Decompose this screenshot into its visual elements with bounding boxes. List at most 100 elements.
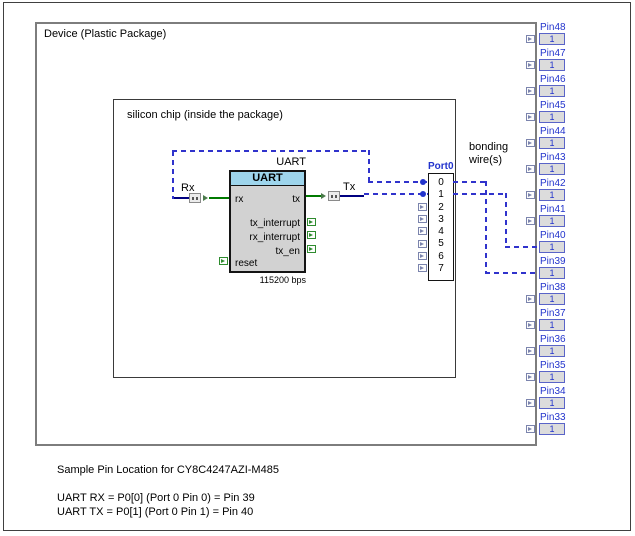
pin-terminal-icon [526,87,535,95]
tx-interrupt-terminal-icon [307,218,316,226]
pin-label: Pin45 [540,100,566,111]
port0-label: Port0 [428,161,454,172]
port0-row3-terminal-icon [418,215,427,223]
port0-row-4: 4 [438,226,444,237]
pin-value-box: 1 [539,267,565,279]
silicon-chip-box [113,99,456,378]
port0-row-0: 0 [438,177,444,188]
pin-label: Pin37 [540,308,566,319]
port0-row0-junction-dot [420,179,426,185]
pin-label: Pin41 [540,204,566,215]
port0-row4-terminal-icon [418,227,427,235]
port0-row-5: 5 [438,238,444,249]
port0-row-3: 3 [438,214,444,225]
device-package-box [35,22,537,446]
pin-label: Pin33 [540,412,566,423]
rx-dashed-wire-to-port [368,181,428,183]
pin-terminal-icon [526,113,535,121]
tx-direction-arrow-icon [321,193,326,199]
rx-dashed-wire-top [172,150,370,152]
pin-value-box: 1 [539,423,565,435]
reset-terminal-icon [219,257,228,265]
bonding-wires-label: bonding wire(s) [469,141,509,166]
pin-terminal-icon [526,347,535,355]
bonding-wire-rx-h2 [485,272,539,274]
pin-value-box: 1 [539,33,565,45]
note-uart-tx: UART TX = P0[1] (Port 0 Pin 1) = Pin 40 [57,506,254,518]
pin-terminal-icon [526,295,535,303]
pin-terminal-icon [526,35,535,43]
package-pin-35: Pin35 1 [526,360,568,386]
package-pin-40: Pin40 1 [526,230,568,256]
package-pin-38: Pin38 1 [526,282,568,308]
uart-pin-tx-interrupt: tx_interrupt [249,218,300,229]
pin-label: Pin38 [540,282,566,293]
package-pin-47: Pin47 1 [526,48,568,74]
bonding-wire-tx-h1 [453,193,507,195]
port0-row-6: 6 [438,251,444,262]
pin-label: Pin44 [540,126,566,137]
note-uart-rx: UART RX = P0[0] (Port 0 Pin 0) = Pin 39 [57,492,255,504]
rx-dashed-wire-left [172,151,174,199]
pin-terminal-icon [526,165,535,173]
port0-block: 0 1 2 3 4 5 6 7 [428,173,454,281]
pin-value-box: 1 [539,293,565,305]
pin-label: Pin48 [540,22,566,33]
rx-dashed-wire-right [368,150,370,182]
bonding-wire-tx-h2 [505,246,539,248]
device-package-label: Device (Plastic Package) [44,28,167,40]
tx-terminal-icon [328,191,340,201]
port0-row-2: 2 [438,202,444,213]
pin-terminal-icon [526,321,535,329]
pin-label: Pin35 [540,360,566,371]
port0-row5-terminal-icon [418,240,427,248]
port0-row2-terminal-icon [418,203,427,211]
package-pin-39: Pin39 1 [526,256,568,282]
pin-value-box: 1 [539,241,565,253]
pin-terminal-icon [526,139,535,147]
pin-value-box: 1 [539,189,565,201]
silicon-chip-label: silicon chip (inside the package) [127,109,283,121]
package-pin-46: Pin46 1 [526,74,568,100]
pin-value-box: 1 [539,59,565,71]
note-title: Sample Pin Location for CY8C4247AZI-M485 [57,464,279,476]
pin-label: Pin46 [540,74,566,85]
rx-signal-label: Rx [181,182,195,194]
uart-pin-rx: rx [235,194,244,205]
pin-value-box: 1 [539,397,565,409]
rx-terminal-icon [189,193,201,203]
rx-wire-green [209,197,229,199]
uart-pin-tx: tx [292,194,300,205]
tx-wire-navy [340,195,364,197]
rx-direction-arrow-icon [203,195,208,201]
uart-pin-tx-en: tx_en [275,246,300,257]
pin-label: Pin39 [540,256,566,267]
bonding-wire-rx-h1 [453,181,487,183]
uart-component-header: UART [231,172,304,186]
package-pin-36: Pin36 1 [526,334,568,360]
pin-terminal-icon [526,191,535,199]
port0-row-1: 1 [438,189,444,200]
port0-row6-terminal-icon [418,252,427,260]
pin-value-box: 1 [539,345,565,357]
rx-interrupt-terminal-icon [307,231,316,239]
pin-value-box: 1 [539,111,565,123]
tx-wire-green [306,195,322,197]
port0-row7-terminal-icon [418,264,427,272]
pin-terminal-icon [526,373,535,381]
pin-terminal-icon [526,217,535,225]
package-pin-44: Pin44 1 [526,126,568,152]
pin-terminal-icon [526,61,535,69]
pin-value-box: 1 [539,319,565,331]
uart-baud-label: 115200 bps [259,275,306,285]
pin-value-box: 1 [539,137,565,149]
uart-pin-rx-interrupt: rx_interrupt [249,232,300,243]
bonding-wire-tx-v [505,193,507,247]
package-pin-34: Pin34 1 [526,386,568,412]
port0-row1-junction-dot [420,191,426,197]
pin-label: Pin42 [540,178,566,189]
figure-border [3,2,631,531]
uart-component: UART rx tx tx_interrupt rx_interrupt tx_… [229,170,306,273]
uart-instance-label: UART [276,156,306,168]
